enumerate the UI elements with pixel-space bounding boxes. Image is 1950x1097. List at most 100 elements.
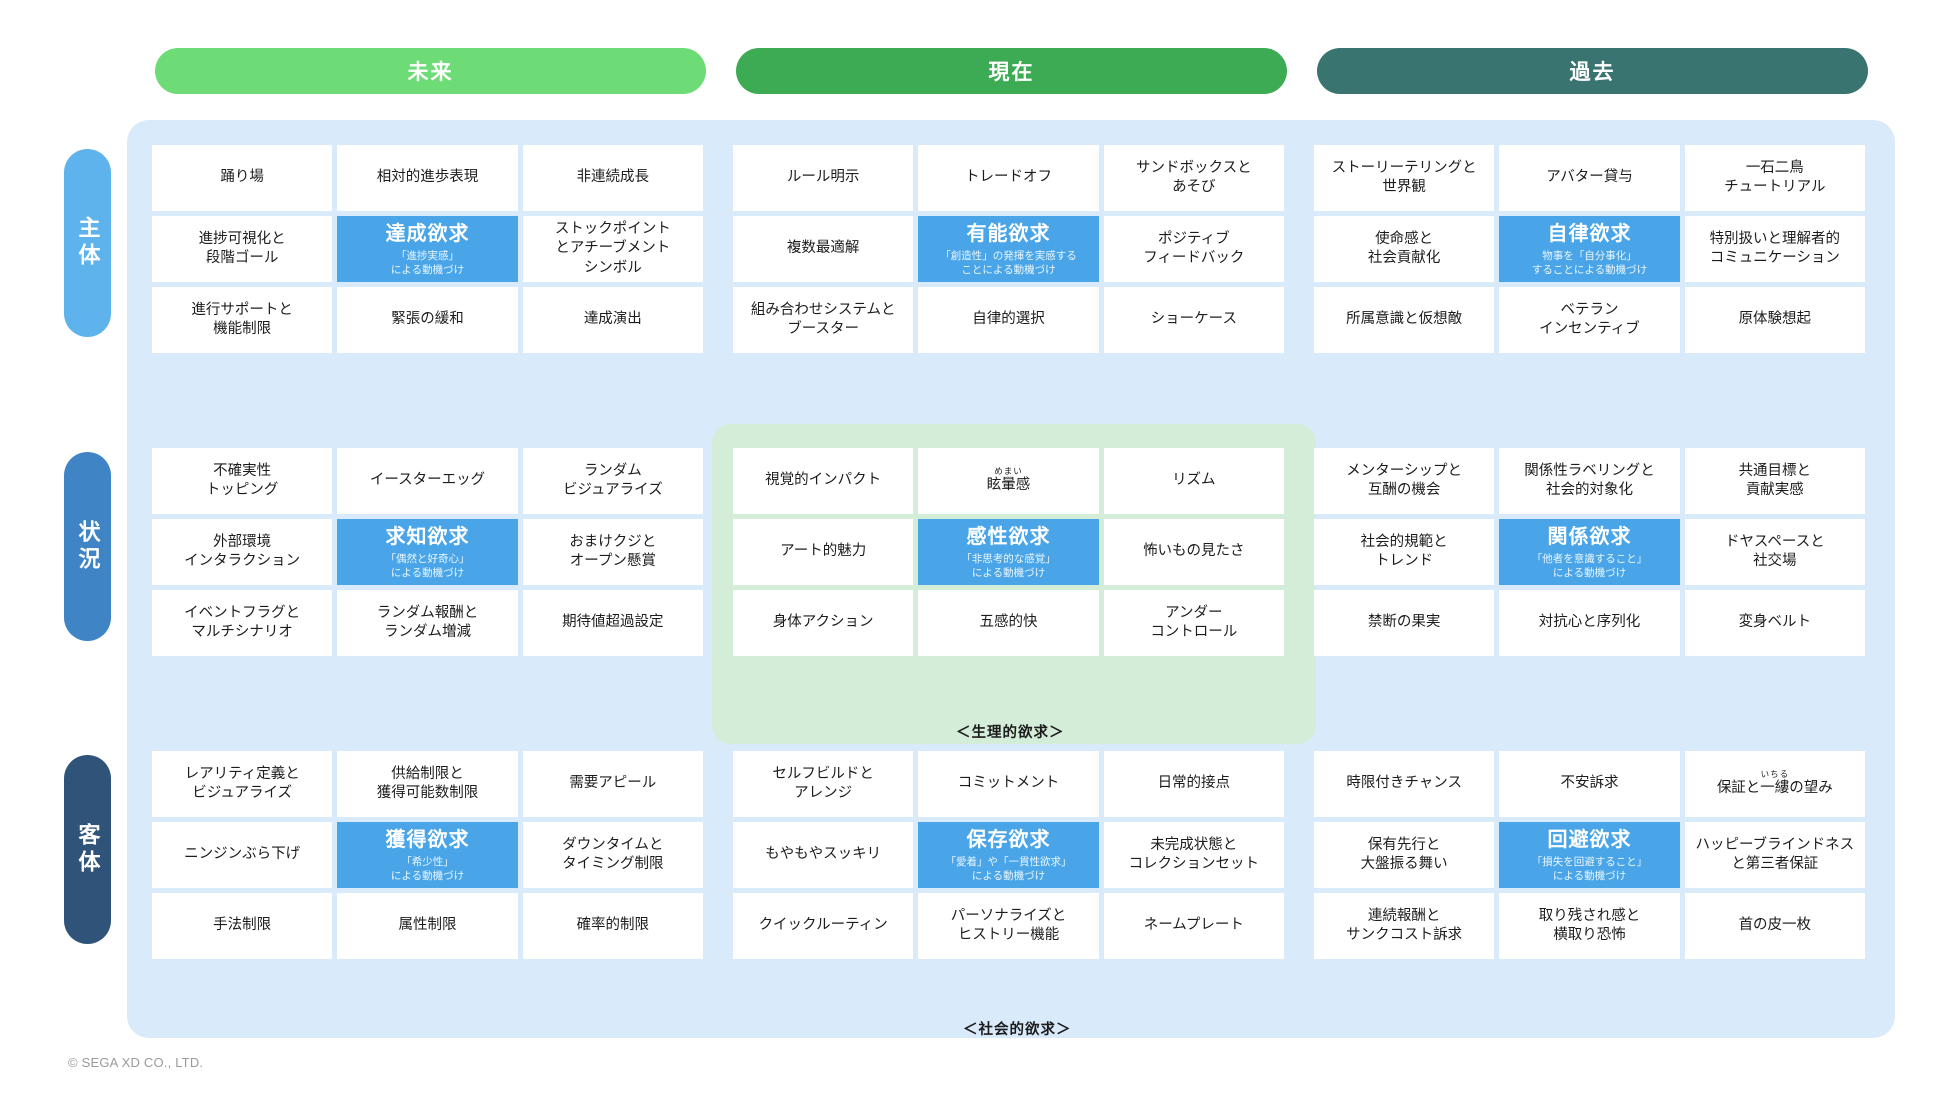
matrix-cell-label: 緊張の緩和 <box>391 311 464 328</box>
matrix-cell-label: 日常的接点 <box>1157 775 1231 792</box>
matrix-cell-subtitle: 物事を「自分事化」することによる動機づけ <box>1531 249 1648 276</box>
matrix-cell-label: トレードオフ <box>964 169 1052 186</box>
matrix-cell-label: ドヤスペースと社交場 <box>1724 533 1825 569</box>
column-header-present: 現在 <box>736 48 1287 94</box>
matrix-cell-label: 確率的制限 <box>576 917 650 934</box>
matrix-cell-label: クイックルーティン <box>758 917 888 934</box>
group-kyakutai-past: 時限付きチャンス 不安訴求 いちる保証と一縷の望み保有先行と大盤振る舞い 回避欲求「損… <box>1314 751 1865 959</box>
matrix-cell-label: レアリティ定義とビジュアライズ <box>184 765 300 801</box>
matrix-cell-label: 対抗心と序列化 <box>1538 614 1641 631</box>
band-kyakutai: レアリティ定義とビジュアライズ 供給制限と獲得可能数制限 需要アピールニンジンぶら下… <box>152 751 1865 959</box>
matrix-cell-label: サンドボックスとあそび <box>1136 159 1252 195</box>
matrix-cell-highlight: 有能欲求「創造性」の発揮を実感することによる動機づけ <box>918 216 1099 282</box>
matrix-cell-label: アバター貸与 <box>1546 169 1633 186</box>
group-jokyo-past: メンターシップと互酬の機会関係性ラベリングと社会的対象化共通目標と貢献実感社会的… <box>1314 448 1865 656</box>
matrix-cell-ruby: めまい <box>994 465 1023 476</box>
matrix-cell-label: ランダム報酬とランダム増減 <box>376 604 479 640</box>
matrix-cell-label: 需要アピール <box>569 775 657 792</box>
matrix-cell: メンターシップと互酬の機会 <box>1314 448 1495 514</box>
matrix-cell: 自律的選択 <box>918 287 1099 353</box>
matrix-cell: おまけクジとオープン懸賞 <box>522 519 703 585</box>
matrix-cell-ruby: いちる <box>1760 768 1790 779</box>
matrix-cell-subtitle: 「愛着」や「一貫性欲求」による動機づけ <box>945 855 1072 882</box>
matrix-cell-subtitle: 「偶然と好奇心」による動機づけ <box>385 552 470 579</box>
matrix-cell: ショーケース <box>1103 287 1284 353</box>
matrix-cell-label: ショーケース <box>1150 311 1237 328</box>
matrix-cell: 相対的進歩表現 <box>337 145 518 211</box>
matrix-cell-label: コミットメント <box>957 775 1060 792</box>
matrix-cell-label: 未完成状態とコレクションセット <box>1128 836 1260 872</box>
matrix-cell: リズム <box>1103 448 1284 514</box>
matrix-cell: アンダーコントロール <box>1103 590 1284 656</box>
matrix-cell: コミットメント <box>918 751 1099 817</box>
matrix-cell: ストックポイントとアチーブメントシンボル <box>522 216 703 282</box>
matrix-cell: 組み合わせシステムとブースター <box>733 287 914 353</box>
matrix-cell-label: ニンジンぶら下げ <box>184 846 301 863</box>
matrix-cell-title: 有能欲求 <box>966 223 1051 246</box>
matrix-cell-highlight: 回避欲求「損失を回避すること」による動機づけ <box>1499 822 1680 888</box>
group-kyakutai-present: セルフビルドとアレンジコミットメント日常的接点もやもやスッキリ保存欲求「愛着」や… <box>733 751 1284 959</box>
matrix-cell-label: 原体験想起 <box>1738 311 1812 328</box>
matrix-cell: 複数最適解 <box>733 216 914 282</box>
matrix-cell-label: 時限付きチャンス <box>1346 775 1462 792</box>
matrix-cell-label: イースターエッグ <box>369 472 486 489</box>
matrix-cell-label: 眩暈感 <box>986 477 1031 494</box>
matrix-cell: ベテランインセンティブ <box>1499 287 1680 353</box>
matrix-cell-label: 保証と一縷の望み <box>1716 780 1833 797</box>
matrix-cell: アバター貸与 <box>1499 145 1680 211</box>
matrix-cell-subtitle: 「創造性」の発揮を実感することによる動機づけ <box>940 249 1077 276</box>
matrix-cell: いちる保証と一縷の望み <box>1684 751 1865 817</box>
matrix-cell-label: 不確実性トッピング <box>205 462 279 498</box>
matrix-cell-label: 期待値超過設定 <box>562 614 664 631</box>
caption-physiological-needs: ＜生理的欲求＞ <box>956 725 1065 741</box>
matrix-cell-subtitle: 「進捗実感」による動機づけ <box>390 249 465 276</box>
matrix-cell-highlight: 獲得欲求「希少性」による動機づけ <box>337 822 518 888</box>
matrix-cell-label: ハッピーブラインドネスと第三者保証 <box>1695 836 1855 872</box>
matrix-cell-title: 保存欲求 <box>966 829 1051 852</box>
matrix-cell-subtitle: 「非思考的な感覚」による動機づけ <box>961 552 1056 579</box>
matrix-cell-label: 自律的選択 <box>972 311 1045 328</box>
matrix-cell-label: 相対的進歩表現 <box>376 169 479 186</box>
matrix-cell-label: ストーリーテリングと世界観 <box>1331 159 1477 195</box>
band-shutai: 踊り場相対的進歩表現非連続成長進捗可視化と段階ゴール達成欲求「進捗実感」による動… <box>152 145 1865 353</box>
matrix-cell-label: 変身ベルト <box>1738 614 1812 631</box>
matrix-cell: サンドボックスとあそび <box>1103 145 1284 211</box>
matrix-cell-label: 使命感と社会貢献化 <box>1367 230 1441 266</box>
matrix-cell: 緊張の緩和 <box>337 287 518 353</box>
group-jokyo-future: 不確実性トッピングイースターエッグランダムビジュアライズ外部環境インタラクション… <box>152 448 703 656</box>
matrix-cell-label: 首の皮一枚 <box>1738 917 1812 934</box>
row-header-jokyo-label: 状況 <box>75 519 101 574</box>
column-header-future: 未来 <box>155 48 706 94</box>
column-header-past-label: 過去 <box>1569 61 1616 84</box>
matrix-cell: イベントフラグとマルチシナリオ <box>152 590 333 656</box>
row-header-shutai: 主体 <box>64 149 111 337</box>
matrix-cell: 非連続成長 <box>522 145 703 211</box>
matrix-cell: 日常的接点 <box>1103 751 1284 817</box>
caption-social-needs: ＜社会的欲求＞ <box>963 1022 1072 1038</box>
matrix-cell-label: ベテランインセンティブ <box>1539 301 1640 337</box>
matrix-cell-label: ランダムビジュアライズ <box>562 462 663 498</box>
matrix-cell-label: 不安訴求 <box>1560 775 1619 792</box>
matrix-cell-label: 視覚的インパクト <box>765 472 882 489</box>
matrix-cell: 達成演出 <box>522 287 703 353</box>
matrix-cell: 禁断の果実 <box>1314 590 1495 656</box>
matrix-cell-label: 所属意識と仮想敵 <box>1346 311 1463 328</box>
matrix-cell-label: パーソナライズとヒストリー機能 <box>950 907 1067 943</box>
matrix-cell: ハッピーブラインドネスと第三者保証 <box>1684 822 1865 888</box>
matrix-cell-highlight: 自律欲求物事を「自分事化」することによる動機づけ <box>1499 216 1680 282</box>
matrix-cell-label: 供給制限と獲得可能数制限 <box>376 765 479 801</box>
matrix-cell-label: ポジティブフィードバック <box>1143 230 1245 266</box>
matrix-cell: 関係性ラベリングと社会的対象化 <box>1499 448 1680 514</box>
matrix-cell-label: セルフビルドとアレンジ <box>772 765 874 801</box>
matrix-cell-label: 保有先行と大盤振る舞い <box>1360 836 1448 872</box>
matrix-cell: ネームプレート <box>1103 893 1284 959</box>
matrix-cell: 使命感と社会貢献化 <box>1314 216 1495 282</box>
matrix-cell-highlight: 求知欲求「偶然と好奇心」による動機づけ <box>337 519 518 585</box>
matrix-cell: クイックルーティン <box>733 893 914 959</box>
matrix-cell: 期待値超過設定 <box>522 590 703 656</box>
matrix-cell-label: アンダーコントロール <box>1150 604 1238 640</box>
matrix-cell-label: 特別扱いと理解者的コミュニケーション <box>1709 230 1841 266</box>
matrix-cell-label: 進捗可視化と段階ゴール <box>198 230 286 266</box>
matrix-cell: 未完成状態とコレクションセット <box>1103 822 1284 888</box>
